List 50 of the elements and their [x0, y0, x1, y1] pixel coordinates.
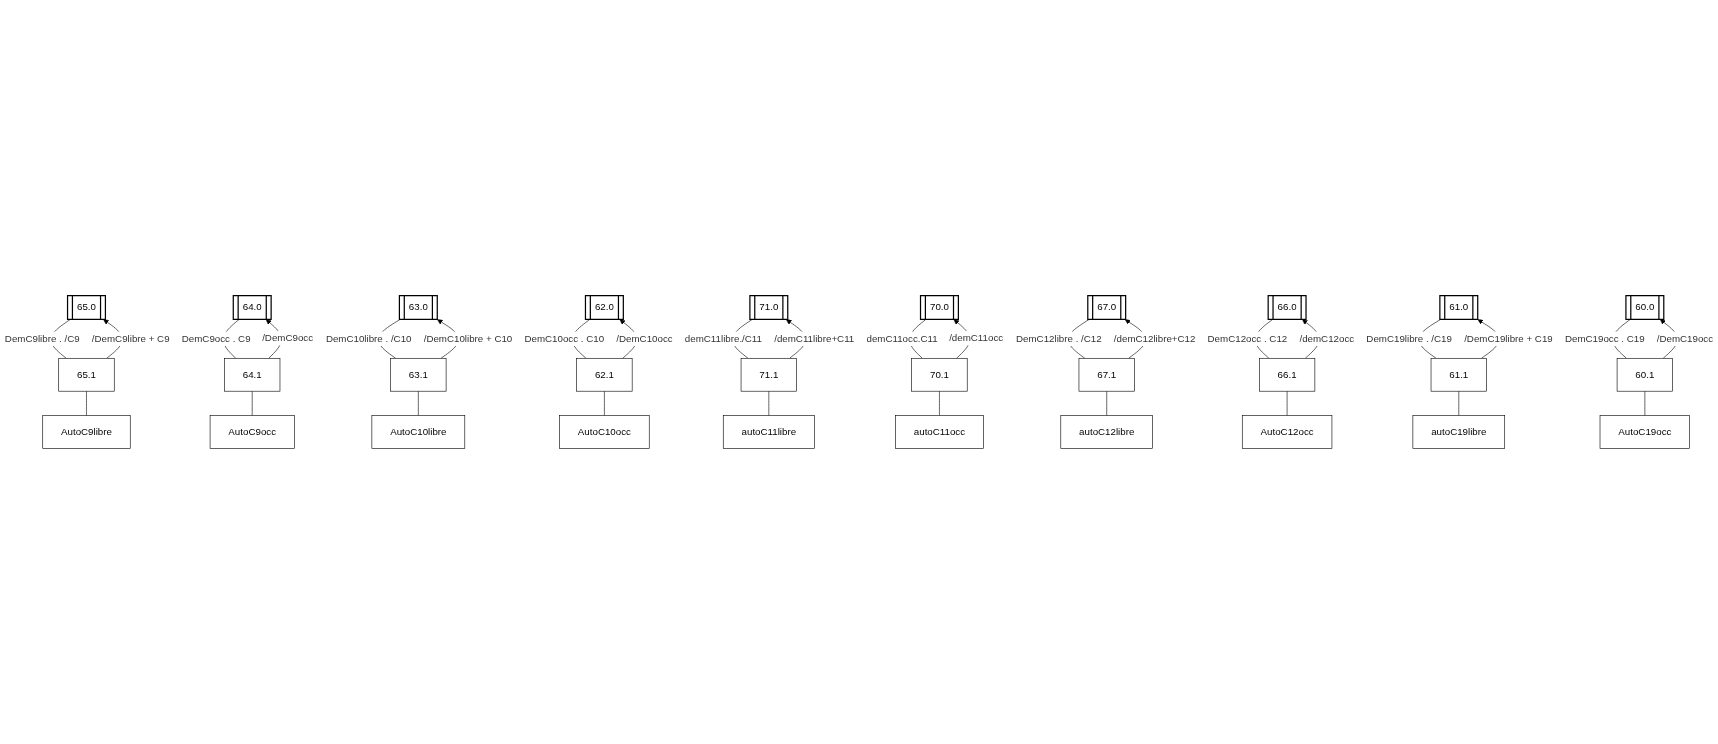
edge-label: demC11occ.C11	[866, 333, 938, 344]
edge-label: /DemC19occ	[1656, 333, 1714, 344]
edge-label: DemC12libre . /C12	[1016, 333, 1102, 344]
connector	[86, 390, 87, 416]
edge-label: DemC12occ . C12	[1207, 333, 1288, 344]
node-box: 64.1	[224, 358, 281, 392]
connector	[1286, 390, 1288, 416]
edge-label: DemC10occ . C10	[524, 333, 605, 344]
edge-label: /DemC10libre + C10	[423, 333, 513, 344]
edge-label: /demC11occ	[949, 332, 1004, 344]
edge-label: /DemC9libre + C9	[91, 333, 170, 344]
edge-label: DemC10libre . /C10	[325, 333, 412, 344]
connector	[1458, 390, 1460, 416]
node-box: AutoC10libre	[371, 415, 466, 449]
node-box: AutoC9occ	[209, 415, 295, 449]
connector	[1644, 390, 1646, 416]
node-box: 63.1	[390, 358, 447, 392]
connector	[251, 390, 253, 416]
connector	[939, 390, 940, 416]
node-box: AutoC9libre	[42, 415, 131, 449]
node-box: AutoC19occ	[1599, 415, 1690, 449]
node-box: autoC11libre	[722, 415, 815, 449]
node-box: 65.1	[58, 358, 115, 392]
edge-label: DemC19occ . C19	[1564, 333, 1645, 344]
edge-label: /DemC9occ	[262, 332, 314, 344]
edge-label: /DemC19libre + C19	[1464, 333, 1553, 344]
edge-label: /demC11libre+C11	[774, 333, 855, 344]
node-box: autoC12libre	[1060, 415, 1153, 449]
connector	[1106, 390, 1108, 416]
edge-label: DemC9libre . /C9	[4, 333, 80, 344]
connector	[768, 390, 770, 416]
node-box: AutoC10occ	[559, 415, 650, 449]
node-box: autoC11occ	[895, 415, 984, 449]
node-box: 61.1	[1430, 358, 1487, 392]
edge-label: /demC12occ	[1299, 333, 1355, 344]
node-box: 60.1	[1616, 358, 1673, 392]
node-box: autoC19libre	[1412, 415, 1506, 449]
edge-label: /DemC10occ	[616, 333, 673, 344]
edge-label: /demC12libre+C12	[1113, 333, 1196, 344]
node-box: 62.1	[576, 358, 633, 392]
edge-label: DemC9occ . C9	[181, 333, 251, 344]
connector	[418, 390, 419, 416]
node-box: 71.1	[740, 358, 797, 392]
node-box: 66.1	[1259, 358, 1316, 392]
edge-label: demC11libre./C11	[684, 333, 762, 344]
node-box: 67.1	[1078, 358, 1135, 392]
connector	[604, 390, 605, 416]
node-box: 70.1	[911, 358, 968, 392]
edge-label: DemC19libre . /C19	[1366, 333, 1452, 344]
node-box: AutoC12occ	[1241, 415, 1333, 449]
